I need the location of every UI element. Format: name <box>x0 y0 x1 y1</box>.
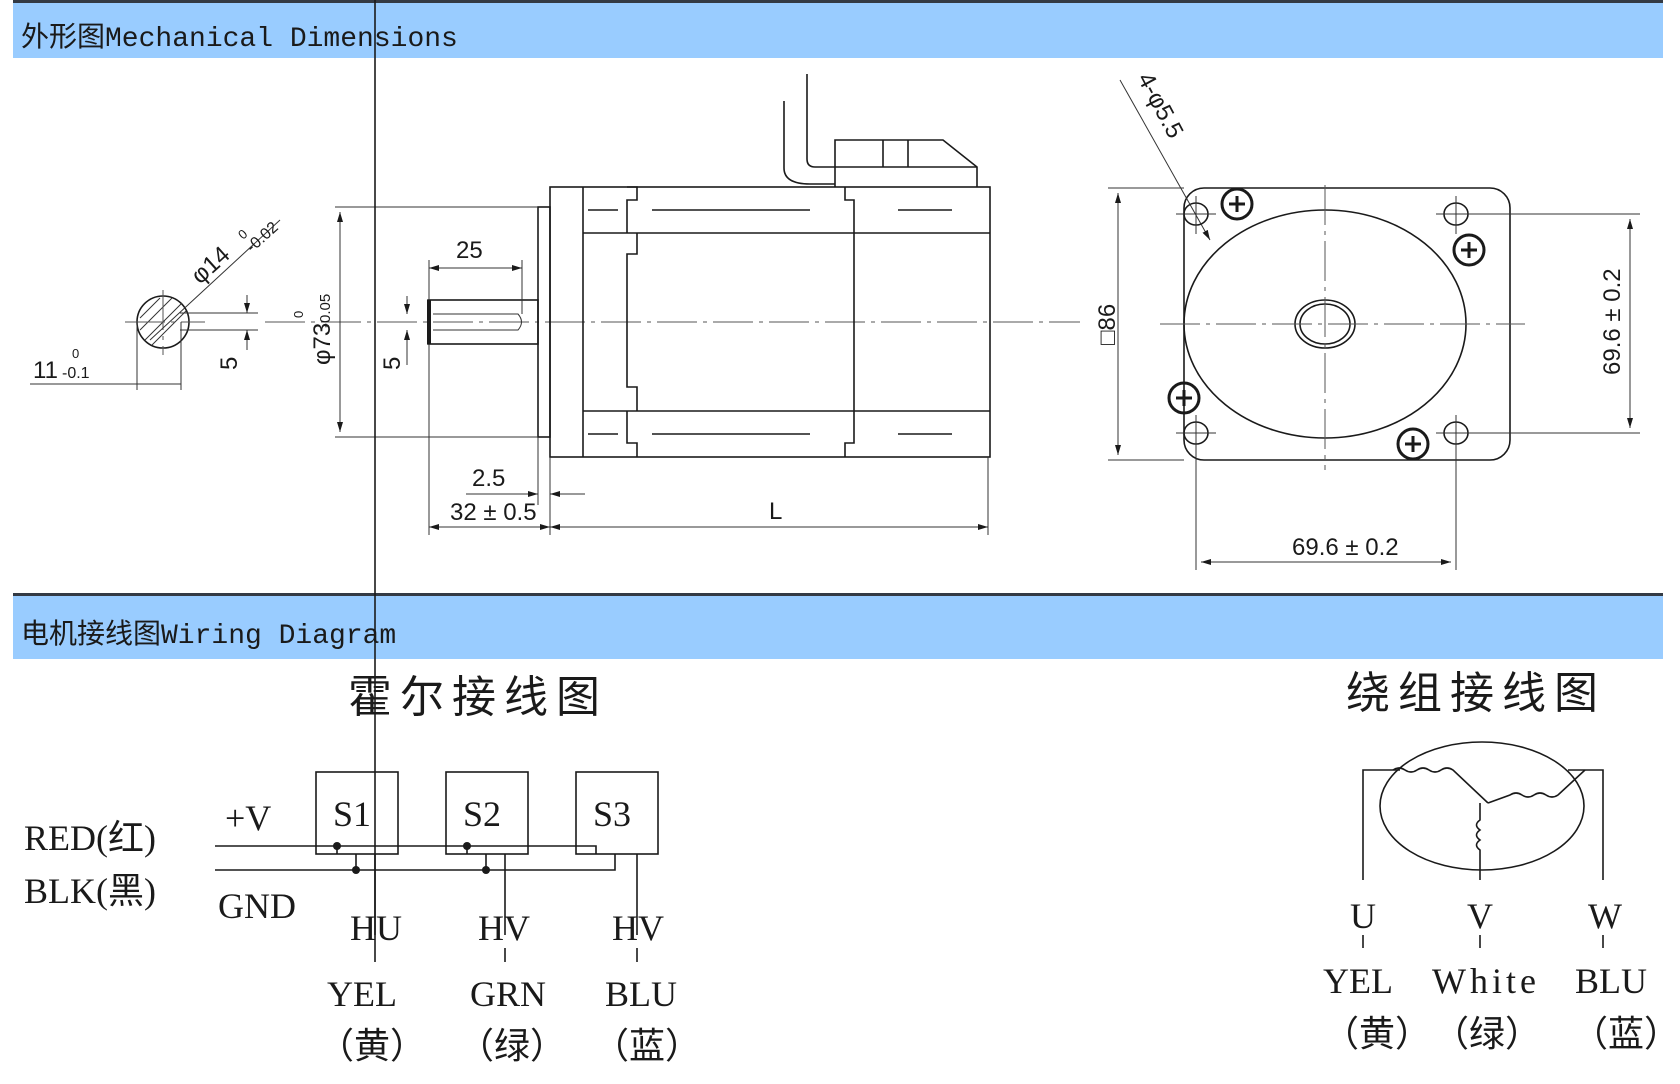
hall-wiring-diagram: 霍尔接线图 S1 S2 S3 RED(红) +V BLK(黑) GND HU Y… <box>24 0 701 1066</box>
power-signal-label: +V <box>225 798 271 838</box>
phase-color-label: YEL <box>1323 961 1393 1001</box>
phase-w-lead <box>1568 769 1604 880</box>
ground-wire-label: BLK(黑) <box>24 871 156 911</box>
motor-front-view: 4-φ5.5 □86 69.6 ± 0.2 69.6 ± 0.2 <box>1094 68 1640 570</box>
shaft-length-label: 32 ± 0.5 <box>450 499 537 526</box>
hall-signal-label: HU <box>350 908 402 948</box>
shaft-diameter-tol-lower: -0.02 <box>243 219 282 256</box>
shaft-flat-label: 11 <box>33 357 58 384</box>
shaft-key-depth-label: 5 <box>216 357 243 370</box>
shaft-flat-tol-lower: -0.1 <box>62 365 90 382</box>
hall-sensor-label: S1 <box>333 794 371 834</box>
hall-wiring-title: 霍尔接线图 <box>348 673 608 722</box>
body-length-label: L <box>769 498 782 525</box>
motor-side-view: 25 5 φ73 0 -0.05 2.5 32 ± 0.5 L <box>265 74 1080 535</box>
phase-color-cn-label: （黄） <box>1323 1014 1431 1054</box>
pilot-tol-upper: 0 <box>291 311 306 318</box>
phase-label: W <box>1588 896 1622 936</box>
motor-body-outline <box>549 186 991 458</box>
phase-color-label: BLU <box>1575 961 1647 1001</box>
phase-color-label: White <box>1432 961 1540 1001</box>
shaft-flat-tol-upper: 0 <box>72 346 79 361</box>
pilot-diameter-label: φ73 <box>309 323 336 365</box>
wiring-diagram-header: 电机接线图Wiring Diagram <box>13 593 1663 659</box>
hall-signal-label: HV <box>478 908 530 948</box>
ground-bus-line <box>215 854 616 871</box>
ground-signal-label: GND <box>218 886 296 926</box>
hall-sensor-s2: S2 <box>445 771 529 855</box>
hall-color-label: BLU <box>605 974 677 1014</box>
phase-label: V <box>1467 896 1493 936</box>
mounting-hole <box>1436 196 1640 234</box>
winding-phase-v: V White （绿） <box>1432 896 1541 1054</box>
hall-color-cn-label: （蓝） <box>593 1026 701 1066</box>
flange-size-label: □86 <box>1094 304 1121 345</box>
shaft-diameter-label: φ14 <box>186 241 235 289</box>
hall-sensor-s1: S1 <box>315 771 399 855</box>
hall-color-label: GRN <box>470 974 546 1014</box>
wiring-diagram-title: 电机接线图Wiring Diagram <box>21 621 397 652</box>
mounting-hole <box>1436 415 1640 570</box>
hall-color-cn-label: （黄） <box>318 1026 426 1066</box>
hall-color-cn-label: （绿） <box>458 1026 566 1066</box>
screw-icon <box>1167 381 1201 415</box>
winding-wiring-title: 绕组接线图 <box>1346 669 1606 718</box>
hall-signal-label: HV <box>612 908 664 948</box>
mechanical-dimensions-title: 外形图Mechanical Dimensions <box>21 24 458 55</box>
winding-u-icon <box>1392 767 1489 804</box>
key-length-label: 25 <box>456 237 483 264</box>
flange-screws <box>1167 187 1486 461</box>
hall-output-1: HU YEL （黄） <box>318 0 426 1066</box>
flange-thickness-label: 2.5 <box>472 465 505 492</box>
winding-phase-w: W BLU （蓝） <box>1572 896 1680 1054</box>
mechanical-dimensions-header: 外形图Mechanical Dimensions <box>13 0 1663 58</box>
screw-icon <box>1220 187 1254 221</box>
pilot-tol-lower: -0.05 <box>317 294 334 328</box>
mounting-holes-label: 4-φ5.5 <box>1132 68 1189 143</box>
mounting-holes <box>1176 196 1640 570</box>
motor-cable <box>806 74 835 168</box>
shaft-diameter-leader <box>149 219 281 341</box>
phase-color-cn-label: （绿） <box>1433 1014 1541 1054</box>
hall-sensor-label: S3 <box>593 794 631 834</box>
mounting-hole <box>1176 415 1216 570</box>
winding-v-icon <box>1475 803 1482 870</box>
power-bus-line <box>215 845 597 854</box>
screw-icon <box>1452 233 1486 267</box>
pcd-horizontal-label: 69.6 ± 0.2 <box>1292 534 1399 561</box>
shaft-cross-section: φ14 0 -0.02 5 11 0 -0.1 <box>30 219 282 390</box>
winding-phase-u: U YEL （黄） <box>1323 896 1431 1054</box>
hall-color-label: YEL <box>327 974 397 1014</box>
power-wire-label: RED(红) <box>24 818 156 858</box>
encoder-connector <box>834 139 978 187</box>
phase-label: U <box>1350 896 1376 936</box>
phase-color-cn-label: （蓝） <box>1572 1014 1680 1054</box>
hall-sensor-s3: S3 <box>575 771 659 855</box>
hall-sensor-label: S2 <box>463 794 501 834</box>
shaft-keyway <box>433 313 522 331</box>
phase-u-lead <box>1362 769 1400 880</box>
pcd-vertical-label: 69.6 ± 0.2 <box>1599 268 1626 375</box>
hall-output-3: HV BLU （蓝） <box>593 908 701 1066</box>
motor-stator-circle <box>1379 741 1585 871</box>
winding-w-icon <box>1487 769 1586 804</box>
screw-icon <box>1396 427 1430 461</box>
hall-output-2: HV GRN （绿） <box>458 908 566 1066</box>
winding-wiring-diagram: 绕组接线图 U YEL （黄） V White （绿） W BLU （蓝） <box>1323 669 1680 1054</box>
key-width-label: 5 <box>379 357 406 370</box>
